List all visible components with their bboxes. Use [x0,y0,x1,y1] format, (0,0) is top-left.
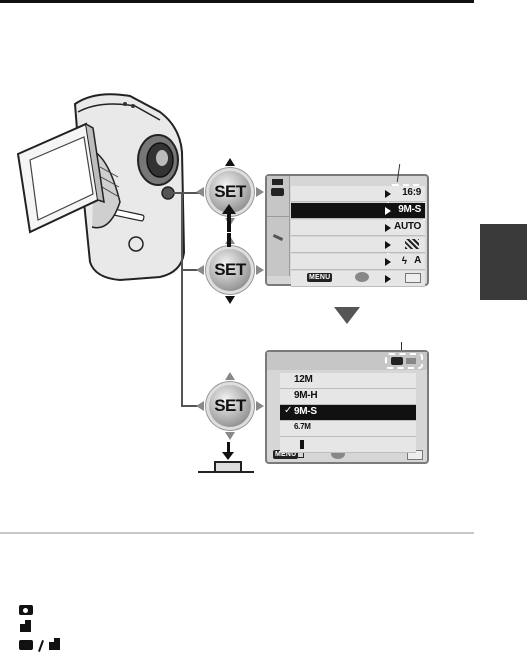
flash-icon: ϟ [401,256,407,267]
row-arrow-icon [385,224,391,232]
tab-column [267,176,290,276]
row-value: 9M-S [398,204,421,215]
connector-vertical [181,192,183,407]
resolution-row[interactable]: 12M [280,373,416,389]
resolution-label: 12M [294,374,313,385]
no-wind-icon [405,239,419,249]
press-down-arrow [227,233,231,247]
set-button-label: SET [214,260,246,279]
set-button-pad-3[interactable]: SET [196,372,264,440]
press-up-arrow [227,210,231,232]
next-step-triangle [334,307,360,324]
section-divider [0,532,474,534]
row-value: 16:9 [402,187,421,198]
separator-slash [38,640,44,652]
press-shutter-arrow-head [222,452,234,460]
tab-divider [267,216,289,217]
shutter-button-icon [214,461,242,473]
resolution-row[interactable] [280,437,416,453]
set-button-label: SET [214,182,246,201]
row-arrow-icon [385,190,391,198]
right-arrow-icon [256,187,264,197]
connector-pad2 [181,269,200,271]
camera-icon [271,188,284,196]
menu-row[interactable]: 16:9 [291,186,425,202]
set-button-ring [209,385,251,427]
menu-key: MENU [273,450,299,459]
up-arrow-icon [225,158,235,166]
small-resolution-icon [300,440,304,449]
camera-icon [19,640,33,650]
resolution-row[interactable]: 9M-H [280,389,416,405]
resolution-label: 9M-H [294,390,318,401]
set-key-icon [331,449,345,459]
menu-row[interactable]: AUTO [291,220,425,236]
connector-pad1 [170,192,200,194]
left-arrow-icon [196,401,204,411]
resolution-label: 9M-S [294,406,317,417]
video-camera-icon [49,642,60,650]
resolution-row-selected[interactable]: ✓ 9M-S [280,405,416,421]
check-icon: ✓ [284,405,293,416]
left-arrow-icon [196,187,204,197]
header-rule [0,0,474,3]
press-up-arrow-head [222,204,236,214]
chapter-tab [480,224,527,300]
left-arrow-icon [196,265,204,275]
video-camera-icon [406,358,416,364]
set-key-icon [355,272,369,282]
menu-row[interactable] [291,237,425,253]
row-arrow-icon [385,241,391,249]
connector-pad3 [181,405,200,407]
row-arrow-icon [385,258,391,266]
resolution-row[interactable]: 6.7M [280,421,416,437]
set-button-label: SET [214,396,246,415]
camcorder-illustration [16,93,186,282]
header-dashed-box [385,353,423,369]
right-arrow-icon [256,401,264,411]
row-arrow-icon [385,207,391,215]
row-value: A [414,255,421,266]
lens-dot [23,608,28,613]
down-arrow-icon [225,296,235,304]
menu-screen-1: 16:9 9M-S AUTO ϟ A MENU [265,174,429,287]
up-arrow-icon [225,372,235,380]
shutter-base [198,471,254,473]
right-arrow-icon [256,265,264,275]
down-arrow-icon [225,432,235,440]
camera-icon [391,357,403,365]
video-camera-icon [20,624,31,632]
press-shutter-arrow [227,442,230,454]
erase-icon [405,273,421,283]
video-camera-icon-top [54,638,60,642]
menu-key: MENU [307,273,333,282]
set-button-ring [209,249,251,291]
row-arrow-icon [385,275,391,283]
menu-row-selected[interactable]: 9M-S [291,203,425,219]
video-camera-icon [272,179,283,185]
resolution-label: 6.7M [294,422,311,431]
return-icon [295,451,304,458]
menu-row[interactable]: ϟ A [291,254,425,270]
video-camera-icon-top [25,620,31,624]
row-value: AUTO [394,221,421,232]
